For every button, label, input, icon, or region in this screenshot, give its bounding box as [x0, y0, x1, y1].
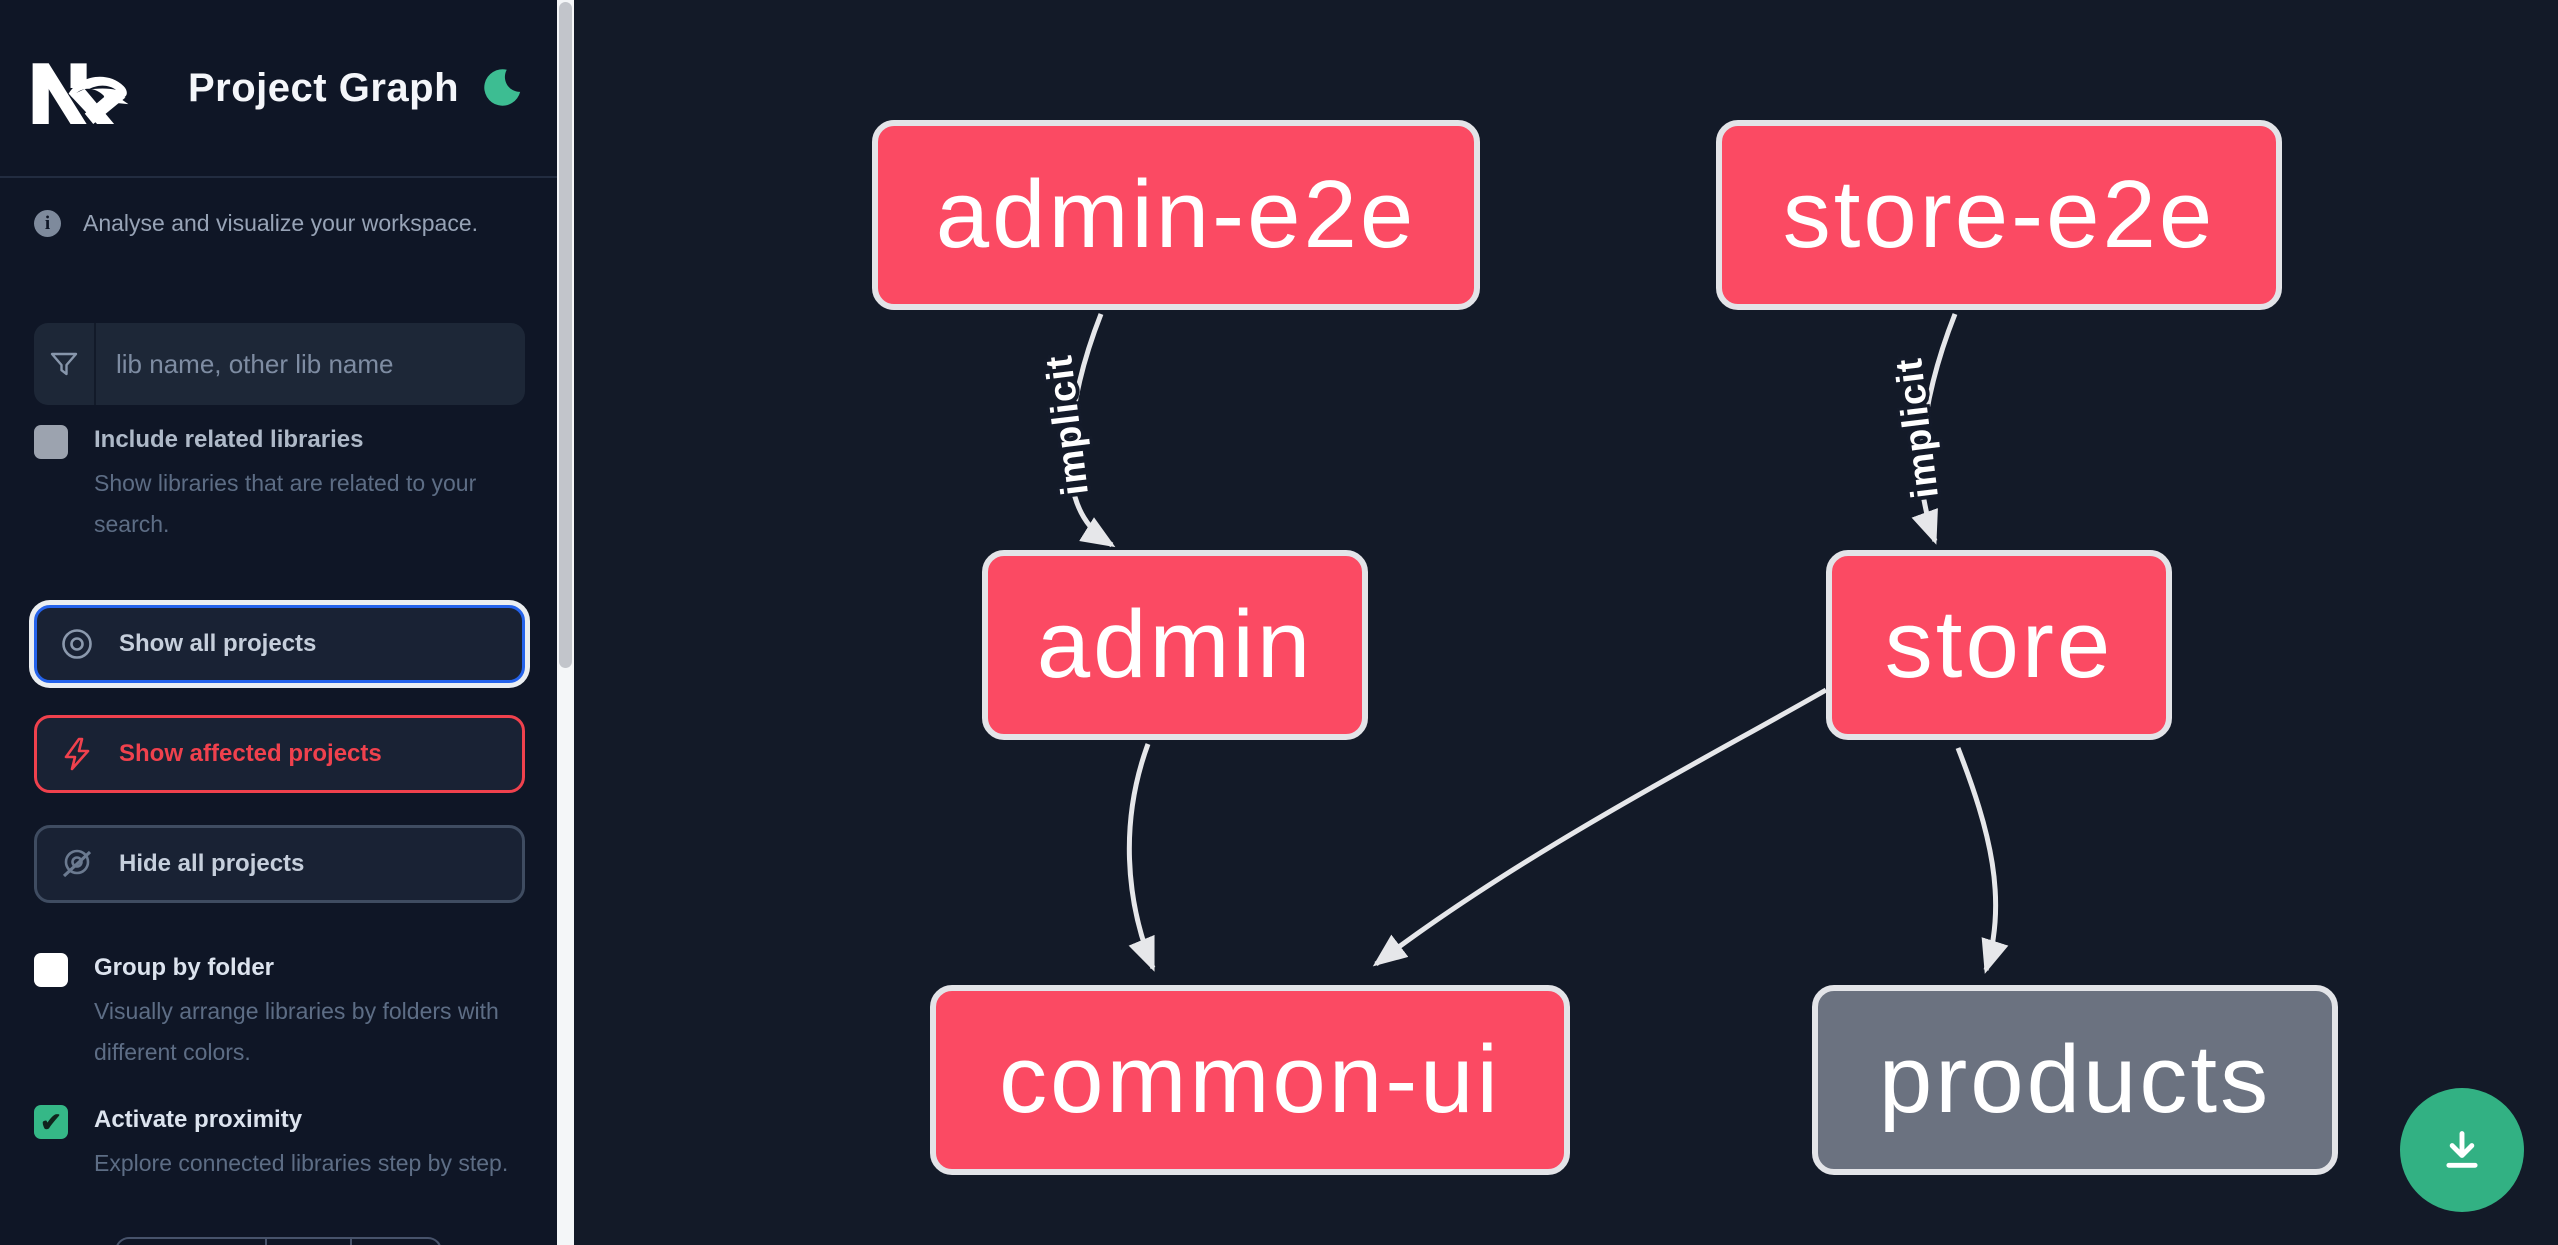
hide-all-projects-button[interactable]: Hide all projects [34, 825, 525, 903]
lightning-bolt-icon [64, 737, 90, 771]
node-store[interactable]: store [1826, 550, 2172, 740]
option-description: Visually arrange libraries by folders wi… [94, 998, 499, 1065]
show-affected-projects-button[interactable]: Show affected projects [34, 715, 525, 793]
search-input[interactable] [96, 323, 525, 405]
filter-icon [34, 323, 96, 405]
option-description: Explore connected libraries step by step… [94, 1150, 509, 1176]
option-label: Group by folder [94, 954, 274, 981]
node-admin[interactable]: admin [982, 550, 1368, 740]
tagline-text: Analyse and visualize your workspace. [83, 210, 479, 236]
nx-logo [30, 52, 130, 124]
node-common-ui[interactable]: common-ui [930, 985, 1570, 1175]
workspace-tagline: i Analyse and visualize your workspace. [0, 210, 557, 237]
eye-icon [62, 629, 92, 659]
nx-logo-icon [32, 63, 129, 124]
scrollbar-thumb[interactable] [559, 2, 572, 668]
node-products[interactable]: products [1812, 985, 2338, 1175]
sidebar-header: Project Graph [0, 0, 557, 178]
checkbox-include-related[interactable] [34, 425, 68, 459]
project-actions: Show all projects Show affected projects… [0, 605, 557, 903]
info-icon: i [34, 210, 61, 237]
option-include-related[interactable]: Include related libraries Show libraries… [0, 423, 557, 545]
sidebar-scrollbar[interactable] [557, 0, 574, 1245]
moon-icon [484, 69, 521, 106]
node-admin-e2e[interactable]: admin-e2e [872, 120, 1480, 310]
search-bar [34, 323, 525, 405]
show-all-projects-button[interactable]: Show all projects [34, 605, 525, 683]
download-button[interactable] [2400, 1088, 2524, 1212]
dependency-edges [1067, 313, 2009, 974]
option-description: Show libraries that are related to your … [94, 470, 477, 537]
sidebar: Project Graph i Analyse and visualize yo… [0, 0, 557, 1245]
page-title: Project Graph [188, 65, 460, 110]
node-store-e2e[interactable]: store-e2e [1716, 120, 2282, 310]
option-label: Include related libraries [94, 426, 364, 453]
option-group-by-folder[interactable]: Group by folder Visually arrange librari… [0, 951, 557, 1073]
graph-canvas[interactable]: implicit implicit admin-e2e store-e2e ad… [574, 0, 2558, 1245]
checkbox-activate-proximity[interactable]: ✔ [34, 1105, 68, 1139]
option-label: Activate proximity [94, 1106, 303, 1133]
proximity-depth-stepper[interactable] [115, 1237, 442, 1245]
theme-toggle-button[interactable] [475, 62, 527, 114]
checkbox-group-by-folder[interactable] [34, 953, 68, 987]
download-icon [2446, 1131, 2478, 1168]
option-activate-proximity[interactable]: ✔ Activate proximity Explore connected l… [0, 1103, 557, 1184]
eye-off-icon [62, 849, 92, 878]
